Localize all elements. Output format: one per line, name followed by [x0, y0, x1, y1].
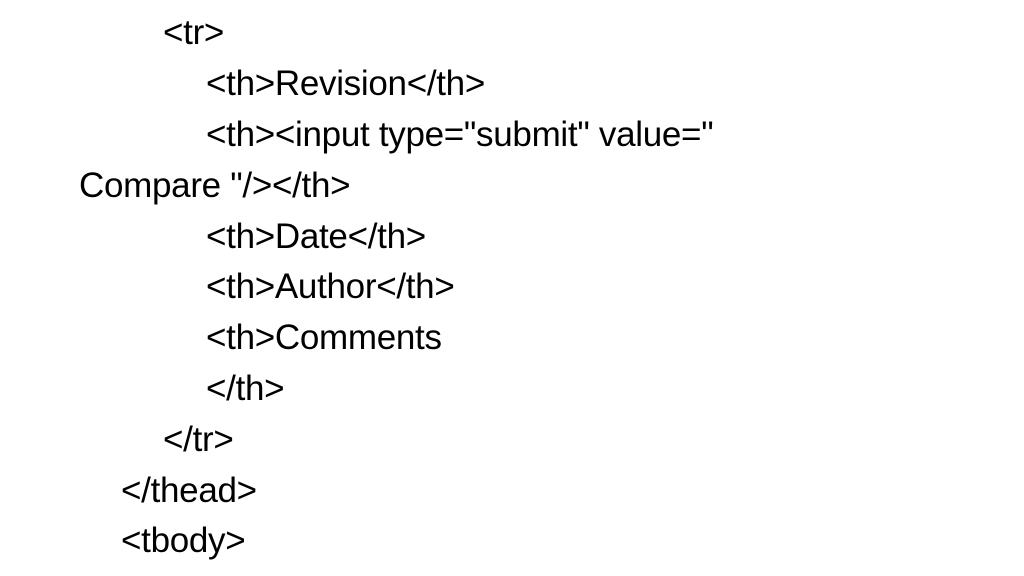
code-line-th-close: </th> — [206, 369, 285, 408]
code-line-tbody-open: <tbody> — [121, 521, 246, 560]
code-line-th-revision: <th>Revision</th> — [206, 64, 485, 103]
code-line-tr-close: </tr> — [163, 420, 234, 459]
code-line-th-input-end: Compare "/></th> — [79, 166, 351, 205]
code-line-thead-close: </thead> — [121, 471, 257, 510]
code-line-th-input-start: <th><input type="submit" value=" — [206, 115, 714, 154]
code-line-tr-open: <tr> — [163, 13, 225, 52]
code-line-th-date: <th>Date</th> — [206, 217, 426, 256]
code-line-th-comments: <th>Comments — [206, 318, 442, 357]
code-line-th-author: <th>Author</th> — [206, 267, 455, 306]
